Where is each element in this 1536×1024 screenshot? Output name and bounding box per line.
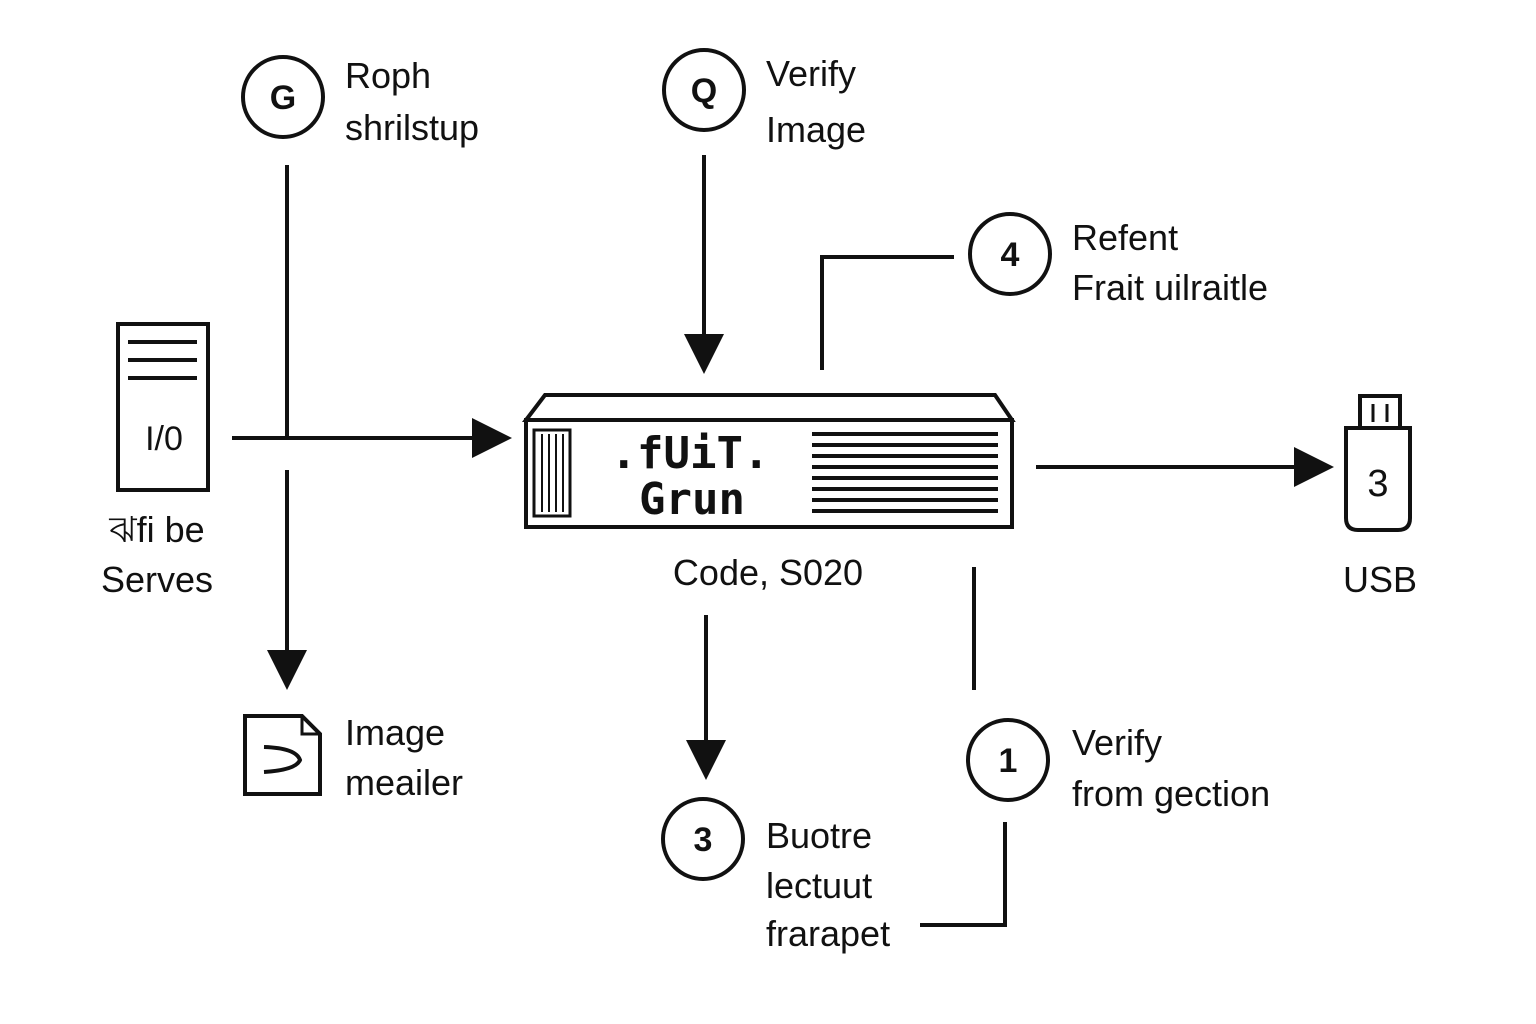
step-g-circle [241, 55, 325, 139]
appliance-text-top: .fUiT. [611, 428, 770, 479]
step-g-number: G [270, 79, 296, 117]
step-q: Q Verify Image [662, 48, 866, 150]
step-3: 3 Buotre lectuut frarapet [661, 797, 890, 954]
step-1: 1 Verify from gection [966, 718, 1270, 814]
usb-number: 3 [1367, 463, 1388, 505]
appliance-grille [812, 432, 998, 513]
appliance: .fUiT. Grun Code, S020 [521, 393, 1016, 593]
server-icon [116, 322, 210, 492]
step-g-label-line2: shrilstup [345, 107, 479, 148]
step-4-label-line2: Frait uilraitle [1072, 267, 1268, 308]
step-g-label-line1: Roph [345, 55, 431, 96]
image-file: Image meailer [243, 712, 463, 803]
image-file-label-line2: meailer [345, 762, 463, 803]
step-3-label-line2: lectuut [766, 865, 872, 906]
server: I/0 ঝfi be Serves [101, 322, 213, 600]
step-q-number: Q [691, 72, 717, 110]
step-4-number: 4 [1001, 236, 1020, 274]
appliance-top-face [521, 393, 1016, 422]
step-3-circle [661, 797, 745, 881]
step-4-circle [968, 212, 1052, 296]
step-q-label-line2: Image [766, 109, 866, 150]
connector-step-1-to-step-3 [920, 822, 1007, 927]
step-1-circle [966, 718, 1050, 802]
step-3-label-line1: Buotre [766, 815, 872, 856]
step-q-label-line1: Verify [766, 53, 856, 94]
step-q-circle [662, 48, 746, 132]
usb-label: USB [1343, 559, 1417, 600]
server-display: I/0 [145, 420, 183, 458]
server-label-line2: Serves [101, 559, 213, 600]
step-3-number: 3 [694, 821, 713, 859]
appliance-text-bottom: Grun [639, 474, 745, 525]
usb-drive-icon [1344, 426, 1412, 532]
step-1-label-line1: Verify [1072, 722, 1162, 763]
step-1-number: 1 [999, 742, 1018, 780]
appliance-vent-panel [532, 428, 572, 518]
usb-connector [1358, 394, 1402, 430]
step-g: G Roph shrilstup [241, 55, 479, 148]
step-3-label-line3: frarapet [766, 913, 890, 954]
server-label-line1: ঝfi be [108, 509, 204, 550]
image-file-icon-fold [300, 716, 320, 736]
image-file-label-line1: Image [345, 712, 445, 753]
image-file-glyph [263, 745, 303, 774]
connector-appliance-to-step-4 [820, 255, 954, 370]
image-file-icon [243, 714, 322, 796]
step-1-label-line2: from gection [1072, 773, 1270, 814]
appliance-caption: Code, S020 [673, 552, 863, 593]
usb: 3 USB [1343, 394, 1417, 600]
step-4-label-line1: Refent [1072, 217, 1178, 258]
step-4: 4 Refent Frait uilraitle [968, 212, 1268, 308]
